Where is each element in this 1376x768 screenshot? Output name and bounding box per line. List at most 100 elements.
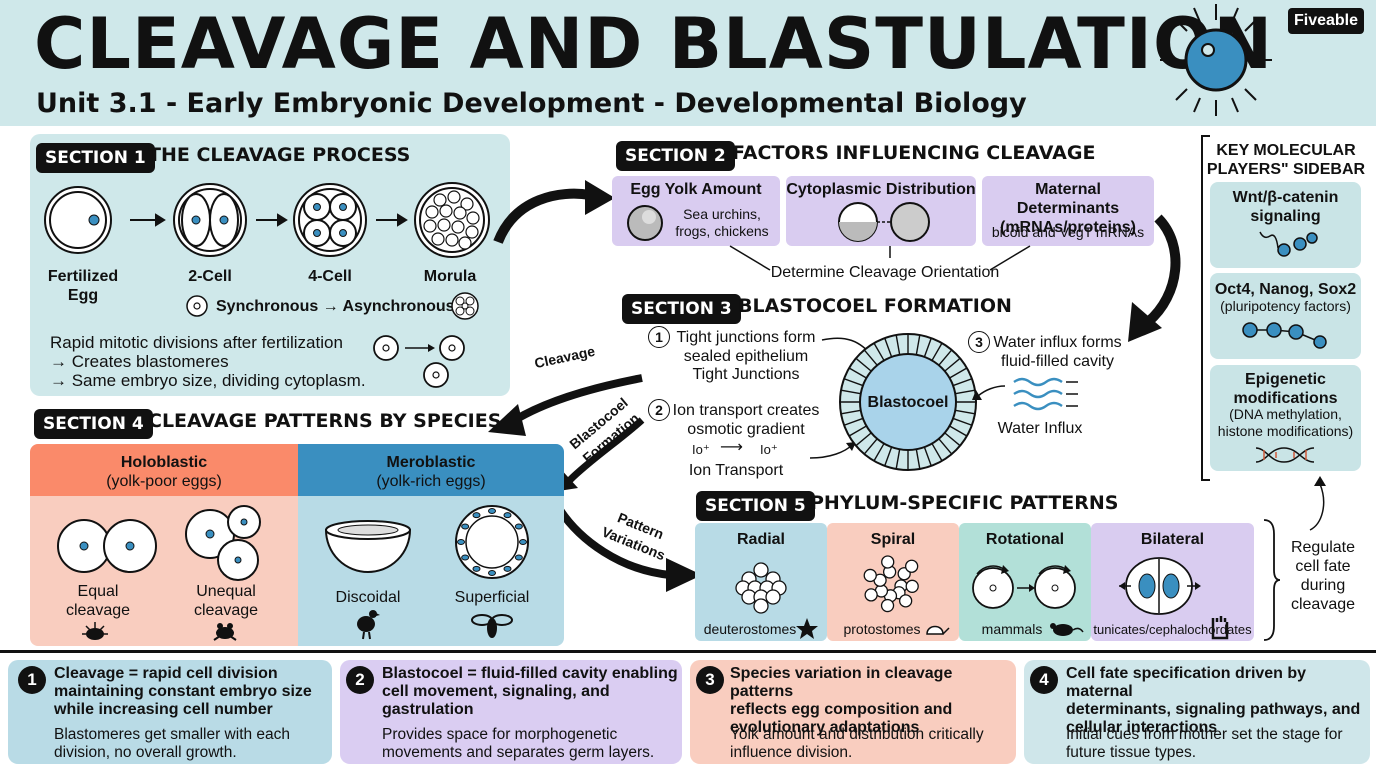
fact2-card (340, 660, 682, 764)
pattern-spiral-card (827, 523, 959, 641)
fact4-number: 4 (1030, 666, 1058, 694)
regulate-brace (1263, 519, 1281, 641)
holoblastic-header (30, 444, 298, 496)
page-title: CLEAVAGE AND BLASTULATION (34, 3, 1274, 85)
pattern-spiral-title: Spiral (870, 531, 916, 548)
chicken-icon (357, 610, 380, 640)
fact3-body: Yolk amount and distribution critically … (730, 726, 984, 761)
signaling-molecule-icon (1259, 231, 1318, 257)
section5-badge: SECTION 5 (696, 491, 815, 521)
sea-urchin-icon (82, 622, 108, 640)
blastocoel-label: Blastocoel (867, 394, 949, 411)
fact1-number: 1 (18, 666, 46, 694)
step2-label: Ion Transport (688, 462, 784, 479)
sidebar-epigenetic-title: Epigenetic modifications (1233, 371, 1338, 407)
section3-title: BLASTOCOEL FORMATION (738, 295, 1012, 317)
step1-label: Tight Junctions (692, 366, 800, 383)
arrows-section3-to-section4 (488, 374, 702, 592)
step3-text: Water influx forms fluid-filled cavity (993, 334, 1122, 370)
cleavage-type-illustrations (57, 505, 529, 581)
pattern-radial-title: Radial (736, 531, 785, 548)
pattern-spiral-example: protostomes (843, 621, 921, 637)
fact1-body: Blastomeres get smaller with each divisi… (54, 726, 291, 761)
section1-note-1: Rapid mitotic divisions after fertilizat… (50, 333, 343, 352)
yolk-egg-icon (627, 205, 663, 241)
fact4-body: Initial cues from mother set the stage f… (1066, 726, 1343, 761)
sidebar-epigenetic-sub: (DNA methylation, histone modifications) (1217, 406, 1354, 439)
fact4-head: Cell fate specification driven by matern… (1066, 665, 1361, 736)
step1-text: Tight junctions form sealed epithelium (676, 329, 816, 365)
fact3-head: Species variation in cleavage patterns r… (730, 665, 953, 736)
meroblastic-sub: (yolk-rich eggs) (376, 473, 486, 490)
pattern-radial-card (695, 523, 827, 641)
sidebar-wnt-title: Wnt/β-catenin signaling (1232, 189, 1339, 225)
fact3-card (690, 660, 1016, 764)
equal-cleavage-label: Equal cleavage (65, 583, 131, 619)
step1-number: 1 (648, 326, 670, 348)
sun-egg-icon (1160, 4, 1272, 116)
sidebar-title: KEY MOLECULAR PLAYERS" SIDEBAR (1206, 142, 1366, 178)
stage-4-cell: 4-Cell (308, 268, 352, 285)
factor-maternal-desc: bicoid and VegT mRNAs (991, 224, 1145, 240)
regulate-arrow (1309, 476, 1326, 531)
ion-symbol-right: Io⁺ (760, 442, 778, 457)
section1-badge: SECTION 1 (36, 143, 155, 173)
section4-title: CLEAVAGE PATTERNS BY SPECIES (148, 410, 502, 432)
regulate-label: Regulate cell fate during cleavage (1290, 539, 1356, 613)
water-waves-icon (1013, 377, 1078, 411)
sync-transition: Synchronous → Asynchronous (216, 298, 455, 315)
sidebar-oct4-title: Oct4, Nanog, Sox2 (1214, 281, 1357, 298)
frog-icon (213, 623, 237, 641)
unequal-cleavage-label: Unequal cleavage (193, 583, 259, 619)
factor-chain-icon (1242, 322, 1327, 349)
stage-2-cell: 2-Cell (188, 268, 232, 285)
section1-note-2: → Creates blastomeres (50, 352, 229, 371)
brand-logo: Fiveable (1288, 8, 1364, 34)
section2-title: FACTORS INFLUENCING CLEAVAGE (732, 142, 1096, 164)
cleavage-stage-illustrations (44, 182, 490, 258)
blastula-diagram (809, 333, 1006, 471)
section1-note-3: → Same embryo size, dividing cytoplasm. (50, 371, 366, 390)
fact1-head: Cleavage = rapid cell division maintaini… (54, 665, 312, 718)
section1-panel (30, 134, 510, 396)
arrow-to-section3 (1128, 214, 1181, 342)
section5-title: PHYLUM-SPECIFIC PATTERNS (810, 492, 1119, 514)
step2-number: 2 (648, 399, 670, 421)
section3-badge: SECTION 3 (622, 294, 741, 324)
cytoplasm-distribution-icon (838, 202, 930, 242)
sidebar-bracket (1201, 135, 1210, 481)
sidebar-oct4-sub: (pluripotency factors) (1220, 298, 1351, 314)
superficial-label: Superficial (454, 589, 530, 606)
ion-symbol-left: Io⁺ (692, 442, 710, 457)
step3-label: Water Influx (997, 420, 1083, 437)
page-subtitle: Unit 3.1 - Early Embryonic Development -… (36, 88, 1027, 119)
pattern-radial-example: deuterostomes (703, 621, 797, 637)
stage-morula: Morula (423, 268, 477, 285)
discoidal-label: Discoidal (335, 589, 401, 606)
factor-egg-yolk-desc: Sea urchins, frogs, chickens (675, 206, 769, 239)
fact2-number: 2 (346, 666, 374, 694)
fact3-number: 3 (696, 666, 724, 694)
factor-cytoplasmic-title: Cytoplasmic Distribution (786, 181, 976, 198)
sidebar-epigenetic-card (1210, 365, 1361, 471)
section2-badge: SECTION 2 (616, 141, 735, 171)
factor-cytoplasmic-card (786, 176, 976, 246)
factor-egg-yolk-title: Egg Yolk Amount (630, 181, 762, 198)
sync-cell-icon (186, 295, 208, 317)
header-banner (0, 0, 1376, 126)
stage-fertilized-egg: Fertilized Egg (47, 268, 119, 304)
pattern-rotational-example: mammals (981, 621, 1043, 637)
fact4-card (1024, 660, 1370, 764)
pattern-bilateral-title: Bilateral (1140, 531, 1205, 548)
ion-arrow-icon: ⟶ (720, 439, 743, 456)
dividing-cells-icon (373, 335, 465, 388)
step2-text: Ion transport creates osmotic gradient (672, 402, 820, 438)
sync-from-label: Synchronous (216, 298, 319, 315)
arrow-to-section2 (493, 180, 615, 244)
async-cell-icon (451, 292, 479, 320)
fact2-body: Provides space for morphogenetic movemen… (382, 726, 655, 761)
factor-outcome: Determine Cleavage Orientation (770, 264, 1000, 281)
section4-badge: SECTION 4 (34, 409, 153, 439)
phylum-pattern-illustrations (735, 555, 1229, 640)
dna-helix-icon (1255, 447, 1315, 463)
